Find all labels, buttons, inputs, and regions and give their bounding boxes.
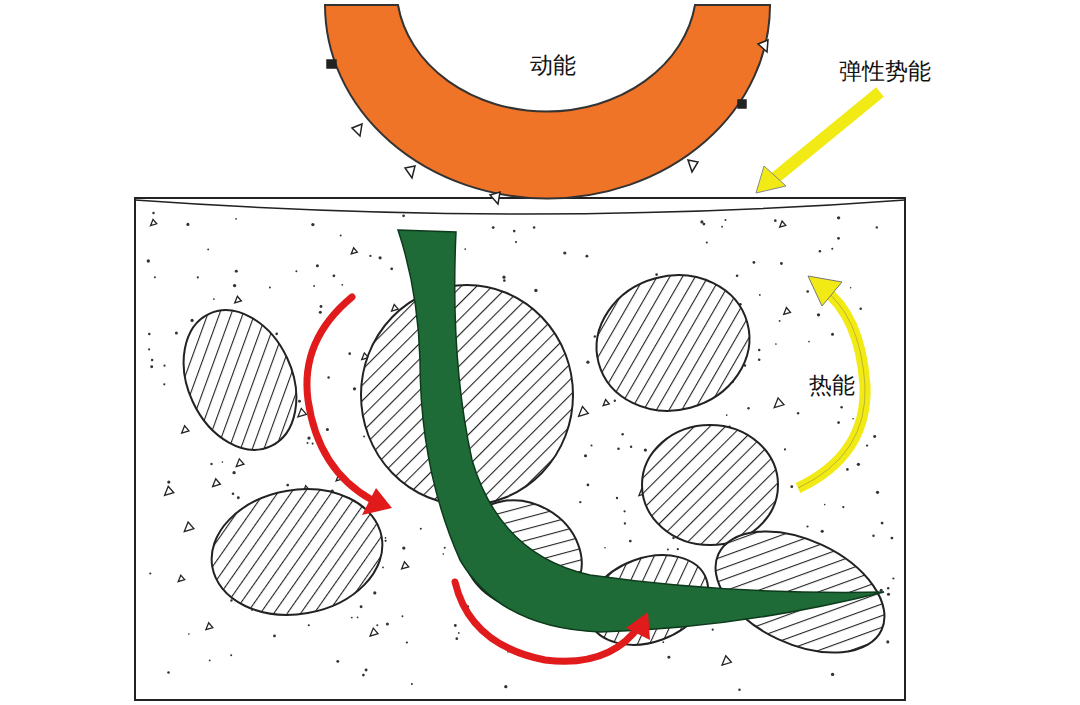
- energy-label: 动能: [527, 52, 579, 80]
- grinding-wheel: [325, 5, 770, 198]
- energy-label: 热能: [806, 372, 858, 400]
- elastic-arrow: [775, 92, 880, 178]
- arrowhead: [626, 612, 650, 640]
- arrowhead: [808, 276, 842, 306]
- red-arrows: [307, 297, 640, 661]
- deformed-surface: [135, 200, 905, 214]
- abrasive-grains: [327, 40, 768, 204]
- heat-arrow: [798, 288, 865, 488]
- crack-path: [398, 230, 884, 632]
- arrowhead: [362, 488, 392, 515]
- arrowhead: [756, 166, 786, 193]
- energy-label: 弹性势能: [836, 58, 934, 86]
- material-block: [135, 198, 905, 700]
